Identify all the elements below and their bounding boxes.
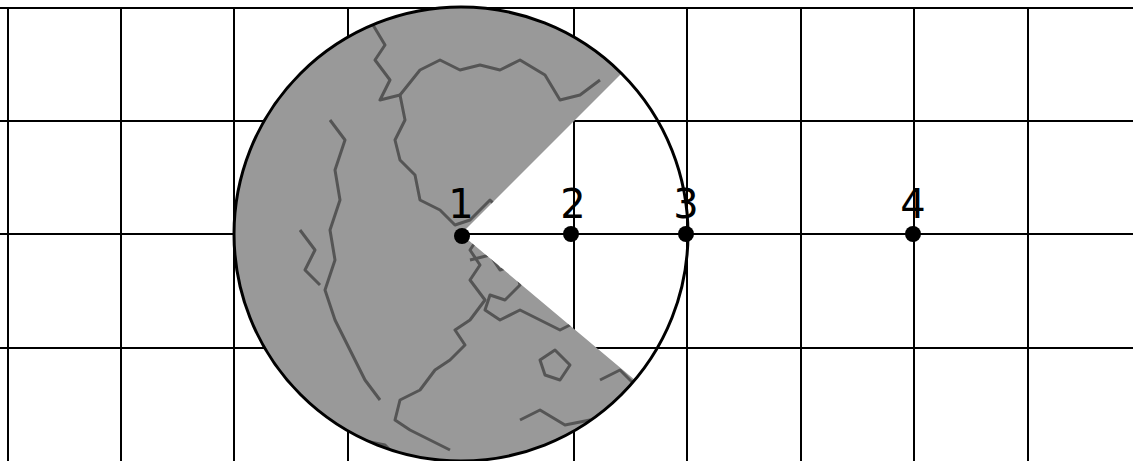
night-side	[234, 7, 635, 461]
callout-number: 2	[560, 184, 585, 224]
callout-number: 4	[900, 184, 925, 224]
earth-outline	[234, 7, 688, 461]
grid	[0, 8, 1133, 461]
callout-number: 1	[448, 184, 473, 224]
points	[454, 226, 921, 244]
callout-number: 3	[673, 184, 698, 224]
continents	[300, 20, 640, 460]
